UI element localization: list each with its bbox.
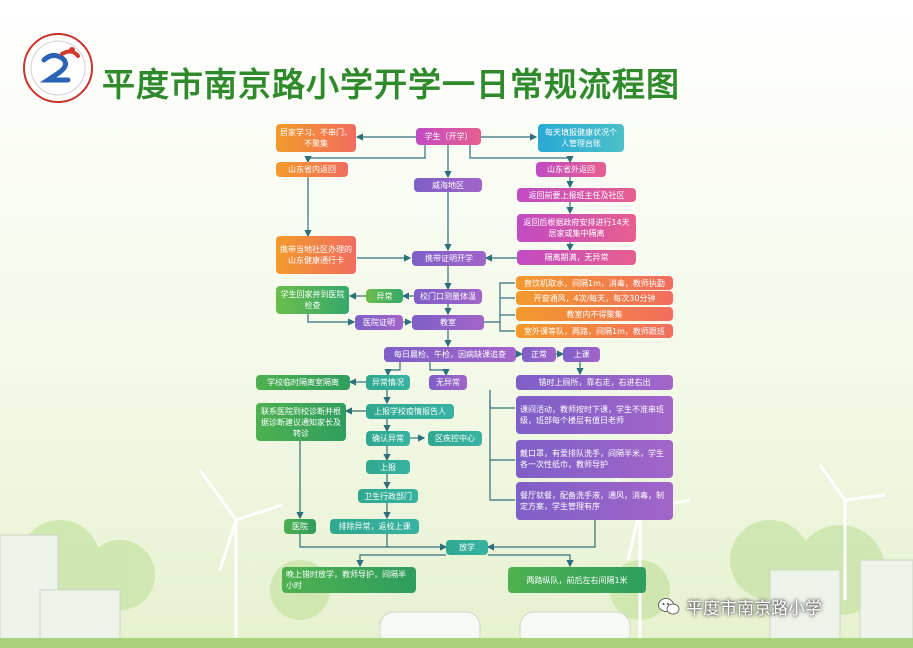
- node-canteen: 餐厅就餐，配备洗手液，通风，消毒，制定方案，学生管理有序: [516, 482, 673, 520]
- watermark-text: 平度市南京路小学: [686, 599, 822, 619]
- node-in-province-return: 山东省内返回: [276, 162, 348, 177]
- node-isolation-room: 学校临时隔离室隔离: [256, 375, 350, 390]
- wechat-icon: [658, 597, 680, 614]
- node-confirm-abnormal: 确认异常: [366, 431, 410, 446]
- node-health-department: 卫生行政部门: [358, 489, 418, 503]
- node-disease-control: 区疾控中心: [428, 431, 482, 446]
- node-student-enroll: 学生（开学）: [416, 128, 481, 145]
- node-abnormal-case: 异常情况: [366, 375, 410, 390]
- node-two-columns: 两路纵队，前后左右间隔1米: [508, 567, 646, 593]
- node-ventilation: 开窗通风，4次/每天，每次30分钟: [516, 291, 673, 305]
- node-return-school: 排除异常，返校上课: [330, 519, 419, 534]
- node-out-province-return: 山东省外返回: [536, 162, 606, 177]
- page-title: 平度市南京路小学开学一日常规流程图: [102, 65, 680, 104]
- school-logo-icon: [23, 33, 93, 103]
- node-weihai-area: 威海地区: [414, 178, 482, 192]
- node-report: 上报: [366, 460, 410, 474]
- node-hospital-diagnosis: 联系医院到校诊断并根据诊断建议通知家长及转诊: [256, 403, 346, 441]
- node-health-pass: 携带当地社区办理的山东健康通行卡: [276, 236, 356, 274]
- node-gate-temperature: 校门口测量体温: [414, 289, 482, 304]
- node-report-epidemic-officer: 上报学校疫情报告人: [366, 404, 454, 419]
- node-normal: 正常: [522, 347, 556, 362]
- node-abnormal-1: 异常: [366, 289, 403, 303]
- grass-strip: [0, 638, 913, 648]
- node-staggered-dismissal: 晚上错时放学，教师导护，间隔半小时: [282, 567, 416, 593]
- building-right: [769, 559, 913, 648]
- node-hospital-certificate: 医院证明: [355, 315, 403, 330]
- node-certificate-enroll: 携带证明开学: [412, 251, 486, 266]
- node-no-abnormal: 无异常: [429, 375, 467, 390]
- node-report-before-return: 返回前要上报班主任及社区: [517, 188, 636, 202]
- node-toilet-rule: 错时上厕所，靠右走，右进右出: [516, 375, 673, 390]
- node-drinking-water: 直饮机取水，间隔1m，消毒，教师执勤: [516, 276, 673, 290]
- node-hospital: 医院: [284, 519, 316, 534]
- node-mask-handwash: 戴口罩，有爱排队洗手，间隔半米，学生各一次性纸巾，教师导护: [516, 440, 673, 478]
- node-daily-check: 每日晨检、午检，因病缺课追查: [384, 347, 516, 362]
- node-daily-health-report: 每天填报健康状况个人管理台账: [538, 124, 624, 152]
- node-home-study: 居家学习、不串门、不聚集: [276, 124, 356, 152]
- node-quarantine-complete: 隔离期满，无异常: [517, 250, 636, 265]
- node-classroom: 教室: [412, 315, 484, 330]
- node-recess-activity: 课间活动，教师按时下课，学生不准串班级，班部每个楼层有值日老师: [516, 396, 673, 434]
- wechat-watermark: 平度市南京路小学: [658, 594, 822, 619]
- node-no-gathering: 教室内不得聚集: [516, 307, 673, 321]
- node-quarantine-14-days: 返回后根据政府安排进行14天居家或集中隔离: [517, 214, 636, 242]
- node-outdoor-queue: 室外课等队，两路，间隔1m，教师跟班: [516, 324, 673, 338]
- node-attend-class: 上课: [563, 347, 600, 362]
- node-go-hospital: 学生回家并到医院检查: [276, 286, 349, 314]
- node-dismissal: 放学: [446, 540, 488, 555]
